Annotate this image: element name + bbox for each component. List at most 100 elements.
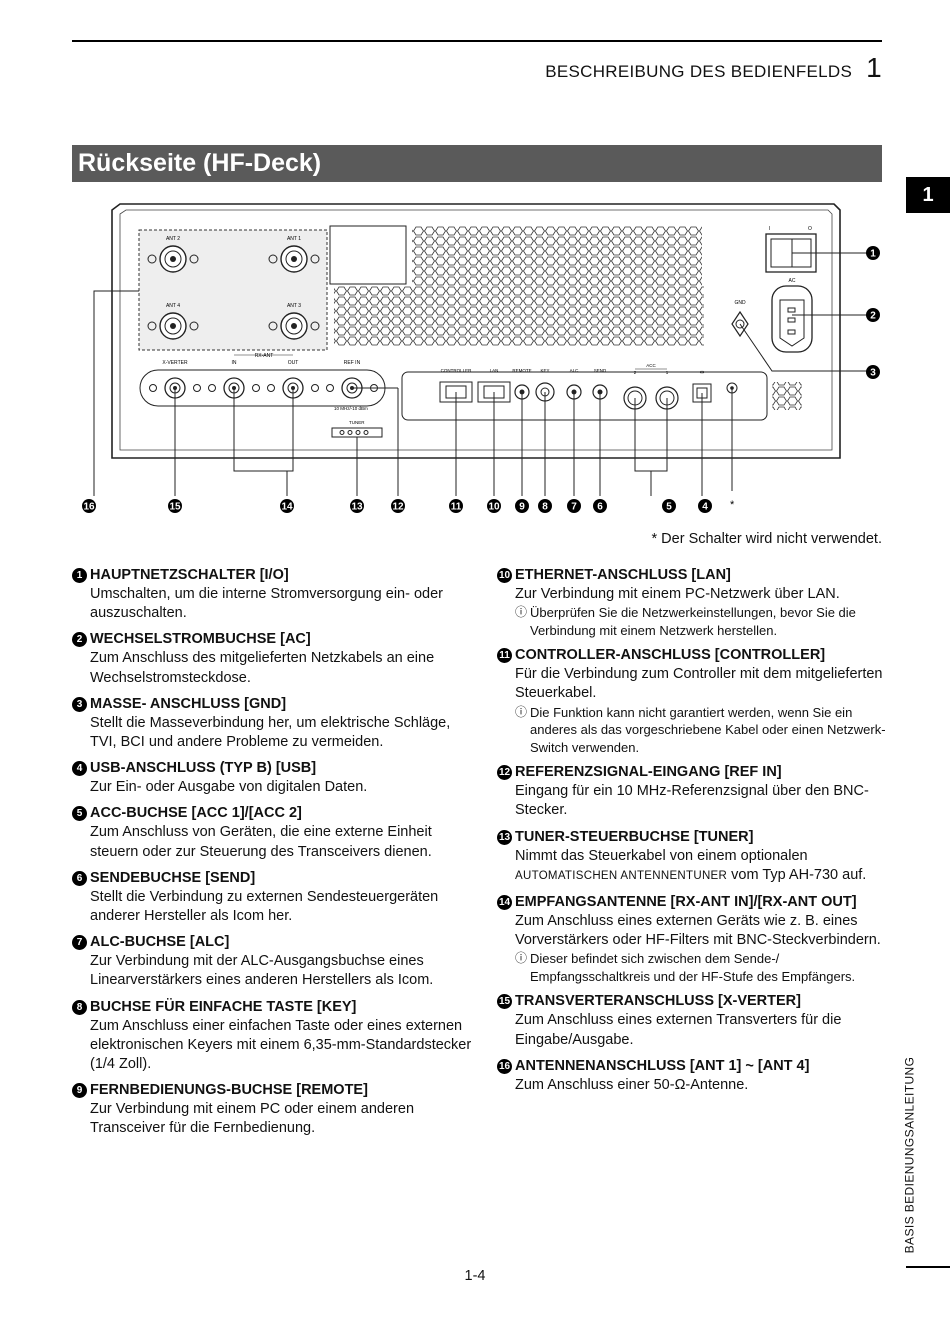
vent-grille-right (772, 382, 802, 410)
item-text: Stellt die Masseverbindung her, um elekt… (90, 714, 451, 751)
item-title: ACC-BUCHSE [ACC 1]/[ACC 2] (90, 805, 302, 822)
switch-label-o: O (808, 226, 812, 232)
callout-1: 1 (870, 249, 876, 260)
page-number: 1-4 (464, 1268, 486, 1284)
item-title: HAUPTNETZSCHALTER [I/O] (90, 567, 289, 583)
callout-15: 15 (169, 502, 181, 513)
item-number: 10 (497, 568, 512, 583)
callout-13: 13 (351, 502, 363, 513)
item-number: 12 (497, 765, 512, 781)
item-number: 11 (497, 648, 512, 664)
key-label: KEY (540, 368, 549, 373)
callout-3: 3 (870, 368, 876, 379)
info-icon: ⓘ (515, 605, 528, 620)
item-number: 14 (497, 894, 512, 910)
vent-grille-upper (412, 226, 702, 286)
refin-label: REF IN (344, 360, 361, 366)
usb-icon: ⇹ (699, 370, 704, 376)
ant1-connector (268, 245, 320, 273)
info-icon: ⓘ (515, 704, 528, 719)
item-text: Nimmt das Steuerkabel von einem optional… (515, 847, 867, 883)
callout-11: 11 (451, 502, 462, 513)
remote-label: REMOTE (512, 368, 531, 373)
item-number: 7 (72, 935, 87, 951)
item-text: Umschalten, um die interne Stromversorgu… (90, 586, 443, 622)
item-number: 16 (497, 1058, 512, 1074)
rxant-in-label: IN (232, 360, 237, 366)
item-text: Eingang für ein 10 MHz-Referenzsignal üb… (515, 783, 869, 819)
chapter-number: 1 (866, 52, 882, 83)
callout-9: 9 (519, 502, 525, 513)
controller-label: CONTROLLER (441, 368, 473, 373)
item-text: Zum Anschluss von Geräten, die eine exte… (90, 824, 432, 860)
item-text: Zur Ein- oder Ausgabe von digitalen Date… (90, 779, 368, 796)
section-title: BESCHREIBUNG DES BEDIENFELDS (545, 62, 853, 81)
page-title: Rückseite (HF-Deck) (72, 145, 882, 182)
item-text: Für die Verbindung zum Controller mit de… (515, 666, 883, 702)
item-number: 2 (72, 632, 87, 648)
item-text: Zur Verbindung mit der ALC-Ausgangsbuchs… (90, 953, 434, 989)
rear-panel-diagram: ANT 2 ANT 1 ANT 4 ANT 3 I O AC GND (82, 203, 880, 513)
ac-socket (771, 285, 813, 353)
side-label: BASIS BEDIENUNGSANLEITUNG (902, 1056, 916, 1254)
item-title: USB-ANSCHLUSS (TYP B) [USB] (90, 760, 317, 777)
item-number: 5 (72, 806, 87, 822)
tuner-label: TUNER (349, 420, 365, 425)
item-title: WECHSELSTROMBUCHSE [AC] (90, 631, 311, 648)
page-header: BESCHREIBUNG DES BEDIENFELDS 1 (545, 52, 882, 84)
switch-label-i: I (769, 226, 770, 232)
ant2-connector (147, 245, 199, 273)
item-number: 3 (72, 696, 87, 712)
item-title: MASSE- ANSCHLUSS [GND] (90, 695, 287, 712)
chapter-tab[interactable]: 1 (906, 177, 950, 213)
acc2-label: 2 (634, 370, 637, 375)
ant2-label: ANT 2 (166, 236, 180, 242)
item-title: FERNBEDIENUNGS-BUCHSE [REMOTE] (90, 1082, 368, 1099)
acc-label: ACC (646, 363, 656, 368)
refin-spec: 10 MHz/-10 dBm (334, 406, 368, 411)
callout-asterisk: * (730, 499, 735, 511)
ant3-label: ANT 3 (287, 303, 301, 309)
item-title: BUCHSE FÜR EINFACHE TASTE [KEY] (90, 998, 357, 1015)
info-icon: ⓘ (515, 951, 528, 966)
item-text: Zum Anschluss eines externen Geräts wie … (515, 912, 881, 949)
callout-16: 16 (83, 502, 95, 513)
item-text: Zum Anschluss des mitgelieferten Netzkab… (90, 650, 435, 686)
lan-label: LAN (490, 368, 499, 373)
ant4-connector (147, 312, 199, 340)
ant4-label: ANT 4 (166, 303, 180, 309)
item-number: 9 (72, 1083, 87, 1099)
send-label: SEND (594, 368, 607, 373)
item-title: TUNER-STEUERBUCHSE [TUNER] (515, 828, 754, 845)
item-number: 8 (72, 999, 87, 1015)
gnd-label: GND (734, 300, 746, 306)
chassis-outline (111, 203, 841, 459)
alc-label: ALC (570, 368, 580, 373)
ant1-label: ANT 1 (287, 236, 301, 242)
item-number: 6 (72, 870, 87, 886)
leader-lines (93, 252, 867, 496)
item-text: Zum Anschluss eines externen Transverter… (515, 1012, 842, 1048)
tuner-socket (331, 427, 383, 438)
item-title: ETHERNET-ANSCHLUSS [LAN] (515, 567, 731, 583)
callout-2: 2 (870, 311, 876, 322)
callout-7: 7 (571, 502, 577, 513)
item-text: Zum Anschluss einer 50-Ω-Antenne. (515, 1076, 749, 1093)
item-title: TRANSVERTERANSCHLUSS [X-VERTER] (515, 993, 801, 1010)
item-title: SENDEBUCHSE [SEND] (90, 869, 256, 886)
item-title: EMPFANGSANTENNE [RX-ANT IN]/[RX-ANT OUT] (515, 893, 857, 910)
